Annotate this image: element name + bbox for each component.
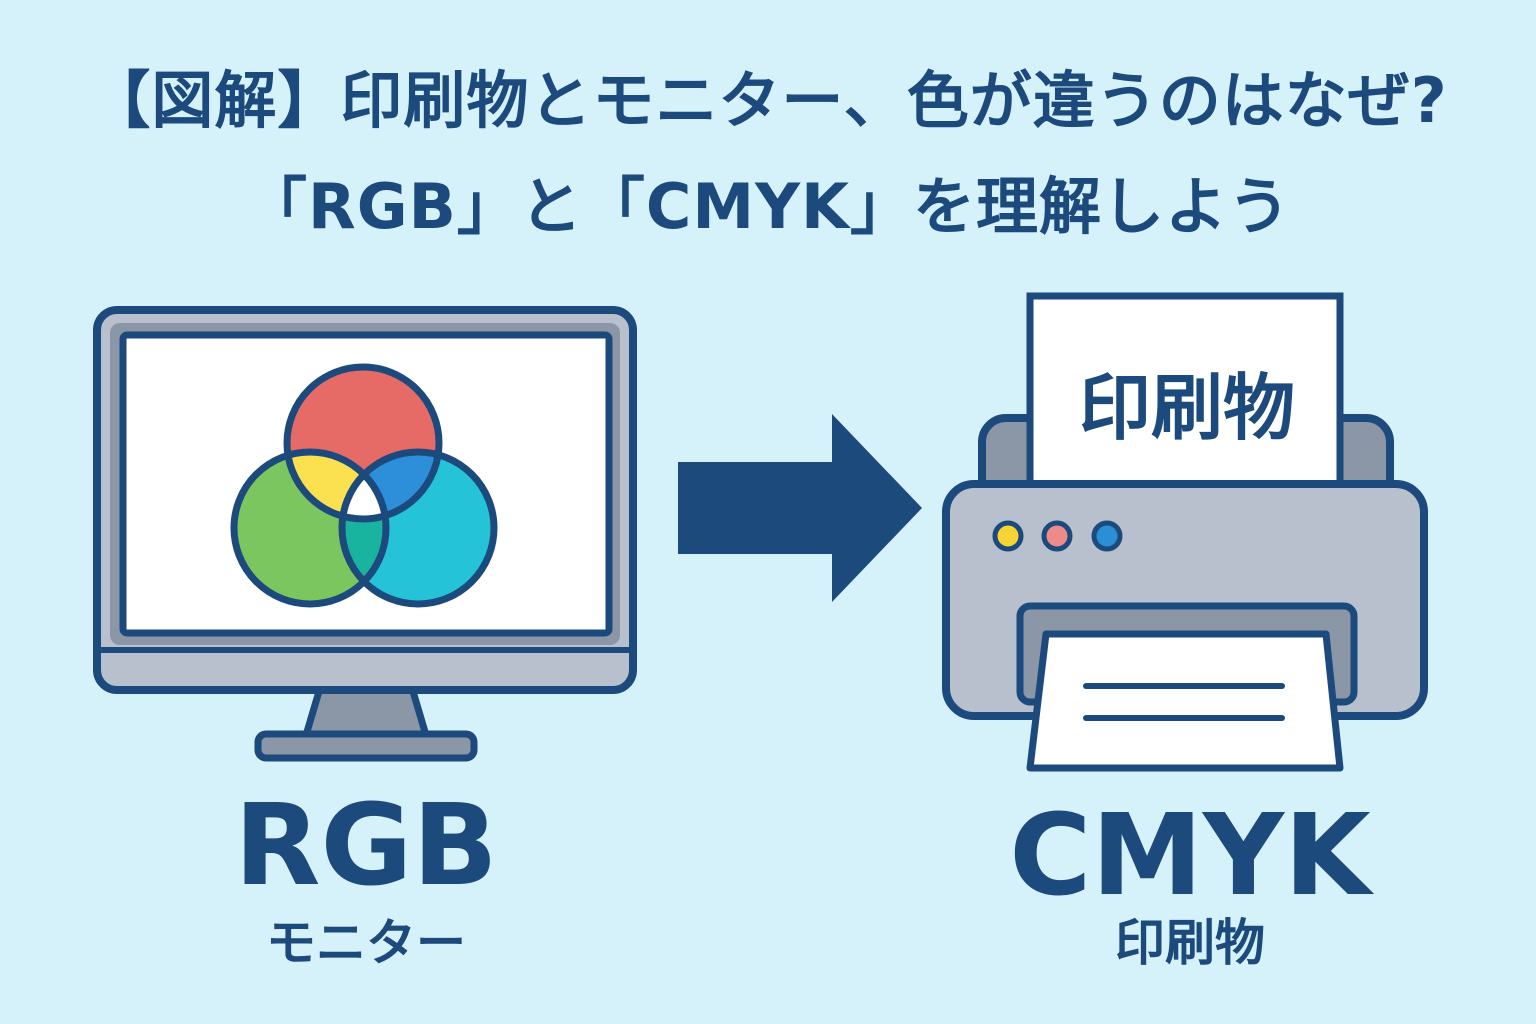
arrow-right-icon — [678, 414, 922, 602]
title-line-1: 【図解】印刷物とモニター、色が違うのはなぜ? — [88, 64, 1448, 137]
rgb-label: RGB — [234, 781, 498, 911]
blue-ink-dot — [1091, 520, 1123, 552]
title-line-2: 「RGB」と「CMYK」を理解しよう — [244, 170, 1292, 243]
cmyk-label: CMYK — [1009, 791, 1371, 921]
yellow-ink-dot — [992, 520, 1024, 552]
printer-icon — [942, 292, 1428, 772]
cmyk-sub-label: 印刷物 — [1115, 914, 1265, 972]
rgb-sub-label: モニター — [266, 914, 466, 972]
printer-paper-text: 印刷物 — [1079, 366, 1295, 450]
pink-ink-dot — [1041, 520, 1073, 552]
rgb-venn-diagram — [230, 363, 498, 608]
